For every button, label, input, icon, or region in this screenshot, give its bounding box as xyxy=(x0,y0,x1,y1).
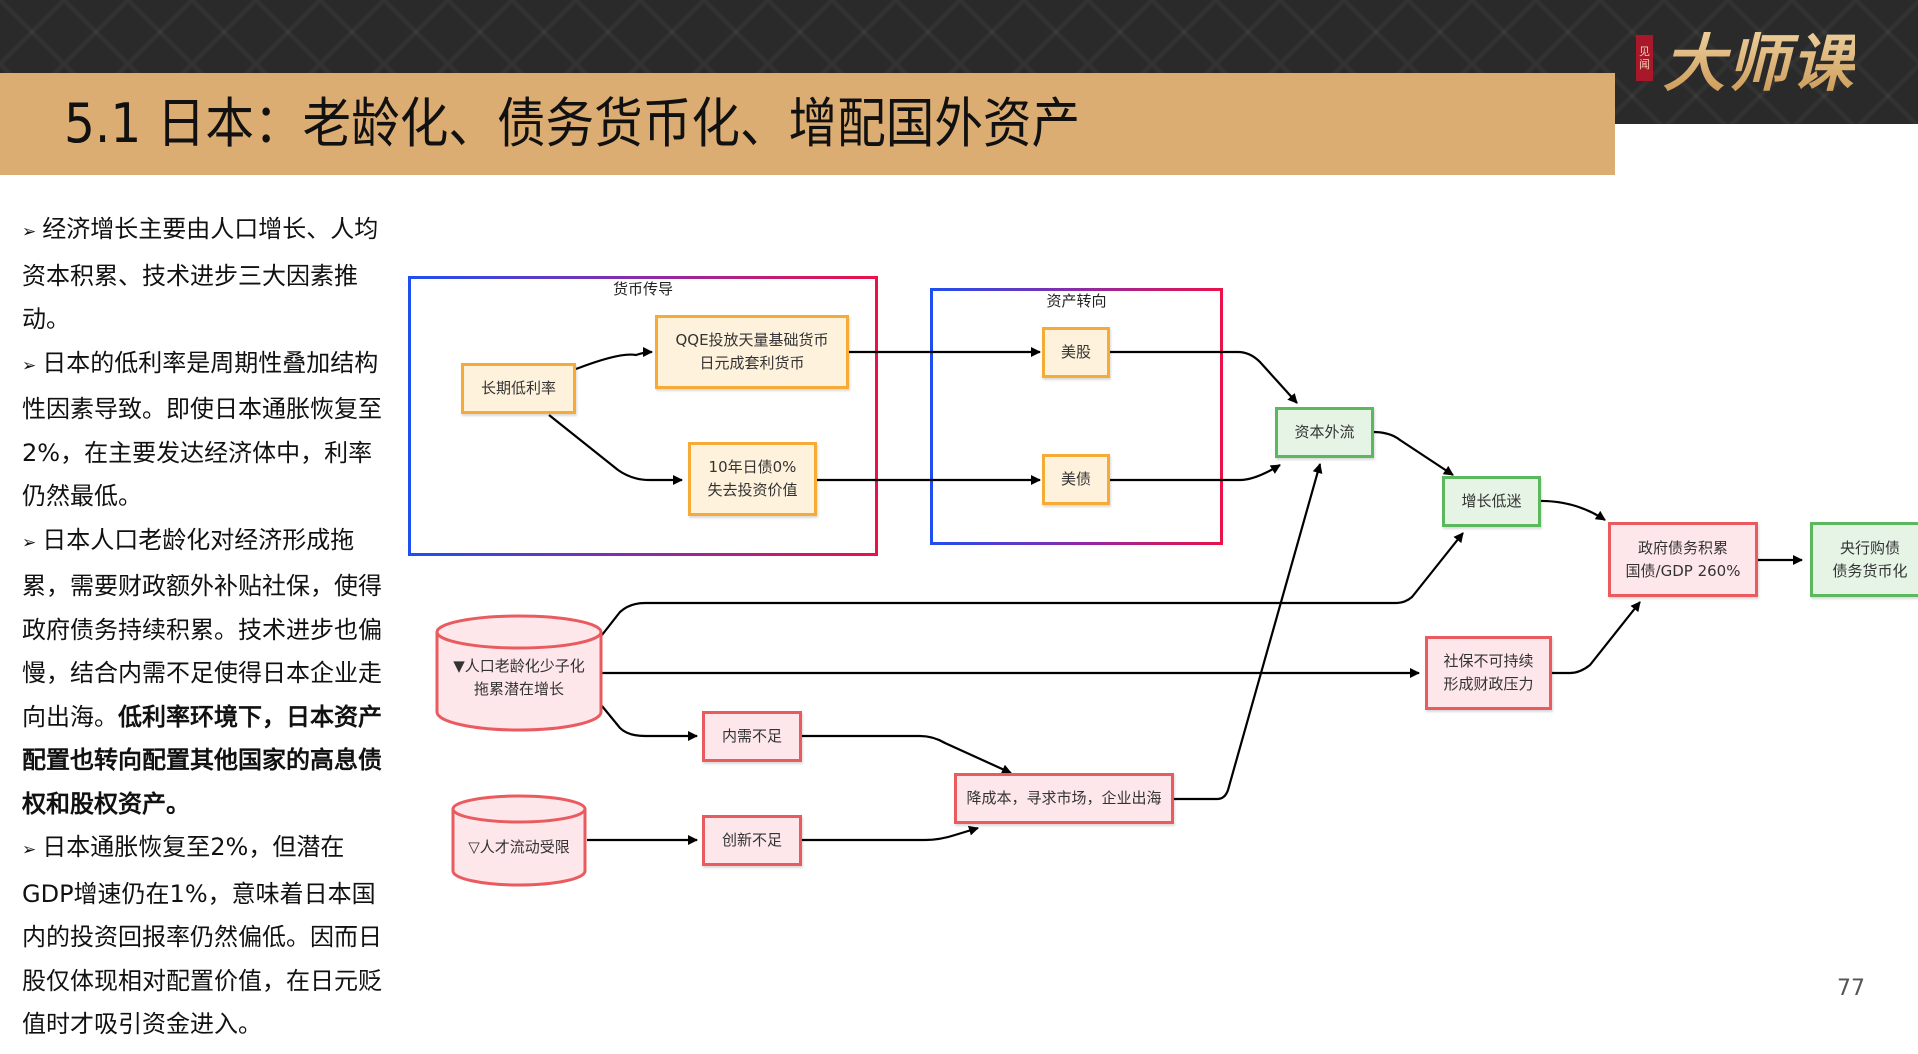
arrowhead-bullet-icon: ➢ xyxy=(22,840,37,860)
bullet-text: 日本通胀恢复至2%，但潜在GDP增速仍在1%，意味着日本国内的投资回报率仍然偏低… xyxy=(22,833,382,1038)
arrowhead-bullet-icon: ➢ xyxy=(22,355,37,376)
bullet-list: ➢经济增长主要由人口增长、人均资本积累、技术进步三大因素推动。 ➢日本的低利率是… xyxy=(22,208,394,1047)
node-government-debt: 政府债务积累 国债/GDP 260% xyxy=(1608,522,1758,597)
edge-lowrate-qqe xyxy=(575,347,653,371)
logo-seal-text: 见闻 xyxy=(1639,45,1650,71)
node-capital-outflow: 资本外流 xyxy=(1275,407,1374,458)
node-social-security: 社保不可持续 形成财政压力 xyxy=(1425,636,1552,710)
node-qqe: QQE投放天量基础货币 日元成套利货币 xyxy=(655,315,849,389)
node-us-stocks: 美股 xyxy=(1042,327,1110,378)
logo-wordmark: 大师课 xyxy=(1663,13,1855,103)
arrowhead-bullet-icon: ➢ xyxy=(22,532,37,553)
edge-weakdemand-offshore xyxy=(802,734,1012,775)
edge-outflow-lowgrowth xyxy=(1372,430,1454,476)
node-us-bonds: 美债 xyxy=(1042,454,1110,505)
edge-offshore-outflow xyxy=(1174,463,1323,801)
cylinder-talent-mobility xyxy=(451,794,587,887)
cylinder-aging-population xyxy=(435,614,603,732)
aging-population-label: ▼人口老龄化少子化 拖累潜在增长 xyxy=(453,657,585,698)
bullet-paragraph: ➢日本人口老龄化对经济形成拖累，需要财政额外补贴社保，使得政府债务持续积累。技术… xyxy=(22,519,394,827)
edge-aging-lowgrowth xyxy=(601,532,1464,636)
group-label-monetary: 货币传导 xyxy=(612,280,673,298)
node-boj-debt-monetization: 央行购债 债务货币化 xyxy=(1810,522,1918,597)
talent-mobility-label: ▽人才流动受限 xyxy=(468,838,570,856)
page-number: 77 xyxy=(1837,976,1865,1001)
edge-usstocks-outflow xyxy=(1110,350,1298,404)
node-low-interest-rate: 长期低利率 xyxy=(461,363,576,414)
logo-seal: 见闻 xyxy=(1636,35,1653,81)
edge-lowrate-jgb xyxy=(548,414,683,485)
logo-seal-char: 见 xyxy=(1639,45,1650,58)
group-label-asset-shift: 资产转向 xyxy=(1046,292,1107,310)
edge-socialsecurity-govdebt xyxy=(1550,601,1641,675)
edge-lowgrowth-govdebt xyxy=(1536,499,1606,521)
node-weak-demand: 内需不足 xyxy=(702,711,802,762)
edge-innovation-offshore xyxy=(802,825,979,842)
bullet-paragraph: ➢经济增长主要由人口增长、人均资本积累、技术进步三大因素推动。 xyxy=(22,208,394,342)
bullet-text: 日本人口老龄化对经济形成拖累，需要财政额外补贴社保，使得政府债务持续积累。技术进… xyxy=(22,525,382,731)
bullet-paragraph: ➢日本通胀恢复至2%，但潜在GDP增速仍在1%，意味着日本国内的投资回报率仍然偏… xyxy=(22,826,394,1047)
brand-logo: 见闻 大师课 xyxy=(1636,22,1855,100)
node-low-growth: 增长低迷 xyxy=(1442,476,1541,527)
bullet-bold-text: 低利率环境下，日本资产配置也转向配置其他国家的高息债权和股权资产。 xyxy=(22,702,382,818)
logo-seal-char: 闻 xyxy=(1639,58,1650,71)
node-jgb-yield: 10年日债0% 失去投资价值 xyxy=(688,442,817,516)
node-weak-innovation: 创新不足 xyxy=(702,815,802,866)
edge-aging-weakdemand xyxy=(601,705,698,741)
title-band xyxy=(0,73,1615,175)
arrowhead-bullet-icon: ➢ xyxy=(22,222,37,242)
bullet-paragraph: ➢日本的低利率是周期性叠加结构性因素导致。即使日本通胀恢复至2%，在主要发达经济… xyxy=(22,342,394,519)
bullet-text: 日本的低利率是周期性叠加结构性因素导致。即使日本通胀恢复至2%，在主要发达经济体… xyxy=(22,348,382,511)
bullet-text: 经济增长主要由人口增长、人均资本积累、技术进步三大因素推动。 xyxy=(22,215,379,333)
page-title: 5.1 日本：老龄化、债务货币化、增配国外资产 xyxy=(64,92,1081,155)
edge-usbonds-outflow xyxy=(1110,464,1281,482)
node-offshoring: 降成本，寻求市场，企业出海 xyxy=(954,773,1174,824)
